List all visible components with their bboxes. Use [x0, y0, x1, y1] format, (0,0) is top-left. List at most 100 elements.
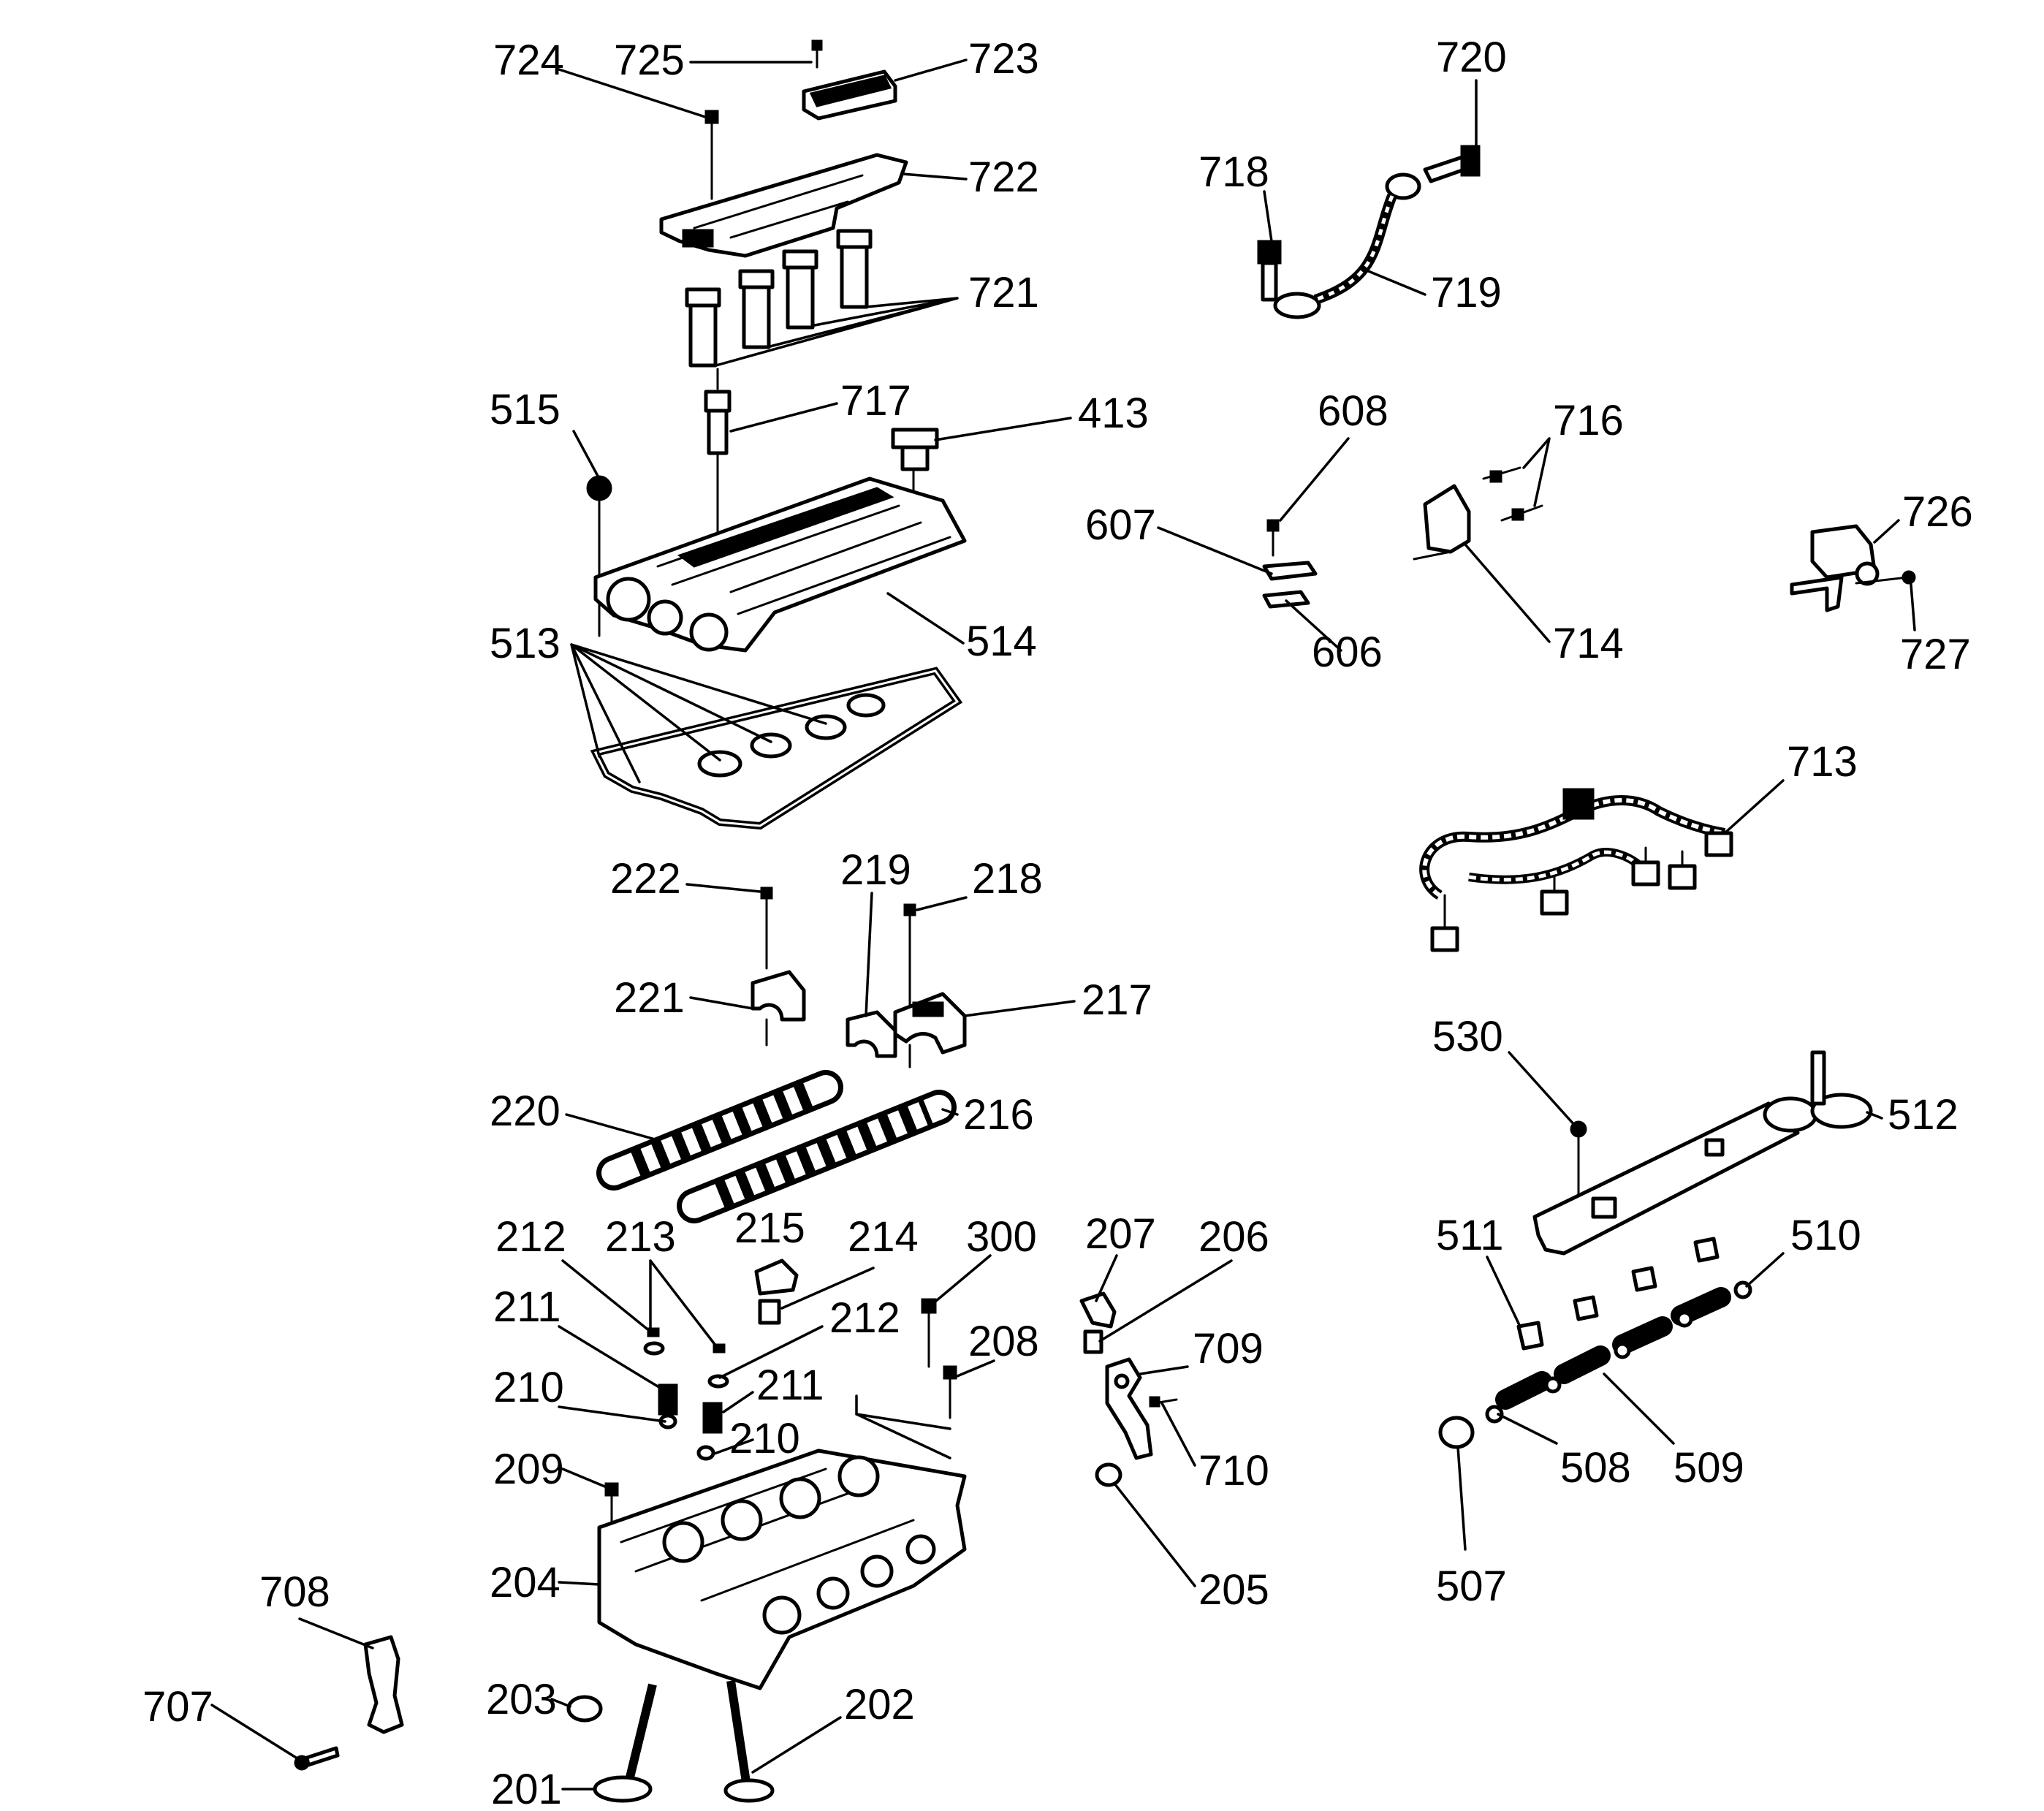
label-512: 512	[1888, 1091, 1958, 1139]
part-606-clip	[1262, 590, 1310, 609]
label-413: 413	[1078, 390, 1149, 437]
label-727: 727	[1900, 631, 1971, 678]
label-211-b: 211	[756, 1362, 824, 1409]
part-725-pin	[811, 39, 823, 69]
part-216-camshaft	[677, 1090, 957, 1223]
label-710: 710	[1198, 1447, 1269, 1495]
label-714: 714	[1553, 620, 1624, 667]
part-413-oil-cap	[891, 428, 939, 506]
label-218: 218	[972, 855, 1043, 903]
label-709: 709	[1193, 1325, 1264, 1373]
label-214: 214	[848, 1213, 919, 1261]
part-727-bolt	[1855, 570, 1916, 585]
part-719-ground-strap	[1273, 172, 1421, 319]
callout-labels: 724 725 723 722 721 720 718 719 515 717 …	[143, 34, 1973, 1811]
part-720-bolt	[1423, 145, 1481, 183]
label-718: 718	[1198, 148, 1269, 196]
label-210-a: 210	[493, 1364, 564, 1411]
part-722-cover-plate	[659, 153, 908, 258]
part-212-retainers	[643, 1341, 729, 1389]
part-508-o-ring	[1485, 1376, 1562, 1424]
label-708: 708	[259, 1568, 330, 1616]
part-507-plug	[1438, 1416, 1475, 1449]
part-220-camshaft	[596, 1070, 843, 1191]
label-720: 720	[1436, 34, 1507, 81]
part-205-plug	[1095, 1462, 1122, 1487]
part-206-o-ring	[1083, 1329, 1103, 1354]
label-726: 726	[1902, 488, 1973, 536]
part-201-valve	[593, 1683, 657, 1803]
part-530-bolt	[1570, 1120, 1587, 1196]
part-708-bracket	[363, 1635, 404, 1734]
part-723-module	[802, 69, 897, 121]
label-204: 204	[490, 1559, 561, 1606]
part-709-bracket	[1105, 1357, 1153, 1460]
part-515-bolt	[586, 475, 612, 637]
label-515: 515	[490, 386, 561, 433]
part-209-bolt	[604, 1482, 619, 1536]
part-204-cylinder-head	[597, 1449, 967, 1690]
part-208-bolt	[943, 1365, 957, 1419]
part-713-wiring-harness	[1419, 788, 1733, 952]
label-723: 723	[968, 35, 1039, 83]
label-207: 207	[1085, 1210, 1156, 1258]
part-716-bolts	[1482, 466, 1543, 522]
part-710-bolt	[1149, 1396, 1178, 1408]
label-510: 510	[1790, 1212, 1861, 1259]
part-202-valve	[723, 1680, 775, 1803]
label-215: 215	[734, 1204, 805, 1252]
part-300-bolt	[921, 1298, 937, 1368]
part-211-valve-springs	[658, 1383, 723, 1434]
label-530: 530	[1432, 1013, 1503, 1060]
label-513: 513	[490, 620, 561, 667]
label-722: 722	[968, 153, 1039, 201]
label-721: 721	[968, 269, 1039, 316]
label-205: 205	[1198, 1566, 1269, 1614]
part-608-bolt	[1266, 519, 1280, 557]
label-511: 511	[1436, 1212, 1503, 1259]
part-514-camshaft-cover	[593, 477, 967, 653]
label-507: 507	[1436, 1563, 1507, 1610]
label-608: 608	[1318, 387, 1388, 435]
label-716: 716	[1553, 397, 1624, 444]
label-220: 220	[490, 1087, 561, 1135]
label-725: 725	[614, 37, 685, 84]
part-724-bolt	[704, 110, 719, 200]
label-300: 300	[966, 1213, 1037, 1261]
part-513-gaskets	[590, 667, 963, 830]
part-215-actuator	[754, 1258, 799, 1296]
label-607: 607	[1085, 501, 1156, 549]
part-219-bearing-cap	[846, 1010, 897, 1058]
part-717-spark-plug	[704, 368, 732, 539]
label-201: 201	[491, 1766, 562, 1811]
part-203-plug	[566, 1695, 603, 1723]
label-210-b: 210	[729, 1415, 800, 1462]
part-707-bolt	[294, 1746, 340, 1771]
part-218-bolt	[903, 903, 916, 1068]
label-206: 206	[1198, 1213, 1269, 1261]
label-212-a: 212	[495, 1213, 566, 1261]
label-212-b: 212	[829, 1294, 900, 1342]
label-213: 213	[605, 1213, 676, 1261]
label-719: 719	[1431, 269, 1502, 316]
label-216: 216	[963, 1091, 1034, 1139]
label-606: 606	[1312, 629, 1383, 676]
part-222-bolt	[760, 886, 773, 970]
label-202: 202	[844, 1681, 915, 1728]
label-717: 717	[840, 377, 911, 425]
part-213-valve-keepers	[647, 1327, 726, 1353]
label-713: 713	[1787, 738, 1858, 786]
part-607-clip	[1262, 561, 1318, 581]
label-217: 217	[1082, 976, 1152, 1024]
label-203: 203	[486, 1676, 557, 1723]
part-726-sensor	[1790, 524, 1880, 612]
part-512-fuel-rail	[1532, 1050, 1873, 1256]
label-221: 221	[614, 974, 685, 1022]
label-707: 707	[143, 1683, 213, 1731]
label-724: 724	[493, 37, 564, 84]
label-508: 508	[1560, 1444, 1631, 1492]
part-511-clips	[1516, 1237, 1720, 1351]
label-208: 208	[968, 1318, 1039, 1365]
label-219: 219	[840, 846, 911, 894]
